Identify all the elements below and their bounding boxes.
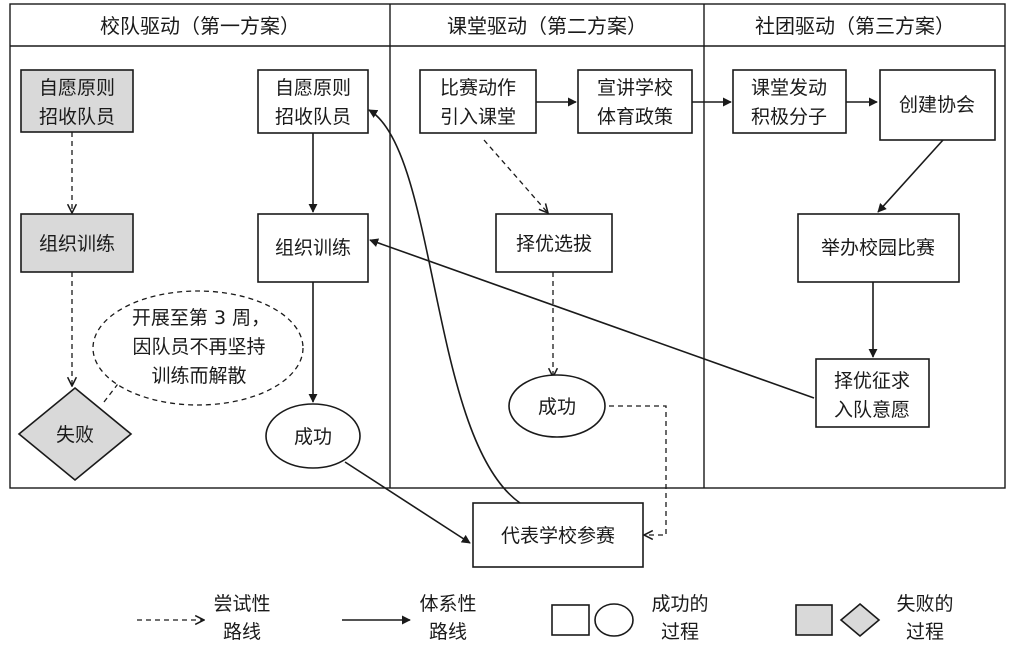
- svg-text:入队意愿: 入队意愿: [834, 399, 910, 421]
- arrow-l2-success-to-compete: [609, 405, 667, 535]
- lane-header-classroom: 课堂驱动（第二方案）: [447, 14, 647, 38]
- arrow-seek-to-l1-train: [369, 238, 815, 399]
- arrow-success-to-compete: [344, 461, 471, 544]
- svg-text:过程: 过程: [906, 621, 944, 643]
- svg-text:路线: 路线: [223, 621, 261, 643]
- node-l3-contest: 举办校园比赛: [797, 213, 960, 283]
- svg-text:举办校园比赛: 举办校园比赛: [821, 237, 935, 259]
- lane-header-club: 社团驱动（第三方案）: [755, 14, 955, 38]
- svg-text:引入课堂: 引入课堂: [440, 106, 516, 128]
- node-l3-mobilize: 课堂发动 积极分子: [732, 69, 847, 134]
- svg-text:自愿原则: 自愿原则: [275, 77, 351, 99]
- svg-text:体系性: 体系性: [419, 593, 476, 615]
- node-fail-train: 组织训练: [20, 213, 134, 273]
- node-l2-select: 择优选拔: [495, 213, 613, 273]
- svg-text:组织训练: 组织训练: [39, 233, 115, 255]
- svg-text:路线: 路线: [429, 621, 467, 643]
- svg-text:招收队员: 招收队员: [275, 106, 351, 128]
- node-fail-end: 失败: [17, 386, 133, 482]
- arrow-moves-to-select: [483, 139, 548, 213]
- swimlane-frame: [9, 3, 1006, 489]
- svg-text:创建协会: 创建协会: [899, 94, 975, 116]
- node-l1-recruit: 自愿原则 招收队员: [257, 69, 369, 134]
- node-l1-train: 组织训练: [257, 213, 369, 283]
- legend-failure-process: 失败的 过程: [795, 593, 954, 643]
- svg-text:代表学校参赛: 代表学校参赛: [501, 525, 615, 547]
- callout-fail-reason: 开展至第 3 周， 因队员不再坚持 训练而解散: [92, 290, 304, 406]
- node-compete: 代表学校参赛: [472, 502, 644, 568]
- svg-text:开展至第 3 周，: 开展至第 3 周，: [132, 307, 270, 329]
- svg-text:因队员不再坚持: 因队员不再坚持: [132, 336, 265, 358]
- svg-text:择优征求: 择优征求: [834, 370, 910, 392]
- svg-text:成功的: 成功的: [651, 593, 708, 615]
- node-l2-success: 成功: [508, 374, 606, 438]
- node-l3-assoc: 创建协会: [879, 69, 996, 141]
- svg-text:失败的: 失败的: [896, 593, 953, 615]
- node-l2-moves: 比赛动作 引入课堂: [419, 69, 537, 134]
- node-l1-success: 成功: [265, 403, 361, 469]
- node-l3-seek: 择优征求 入队意愿: [815, 358, 930, 428]
- svg-text:择优选拔: 择优选拔: [516, 233, 592, 255]
- svg-text:自愿原则: 自愿原则: [39, 77, 115, 99]
- arrow-compete-to-l1-recruit: [368, 109, 521, 504]
- svg-text:成功: 成功: [294, 426, 332, 448]
- legend: 尝试性 路线 体系性 路线 成功的 过程 失败的 过程: [137, 593, 954, 643]
- svg-text:课堂发动: 课堂发动: [751, 77, 827, 99]
- svg-text:成功: 成功: [538, 396, 576, 418]
- svg-text:招收队员: 招收队员: [39, 106, 115, 128]
- node-fail-recruit: 自愿原则 招收队员: [20, 69, 134, 133]
- svg-text:宣讲学校: 宣讲学校: [597, 77, 673, 99]
- legend-trial-route: 尝试性 路线: [137, 593, 271, 643]
- svg-text:过程: 过程: [661, 621, 699, 643]
- legend-success-process: 成功的 过程: [551, 593, 709, 643]
- lane-header-team: 校队驱动（第一方案）: [100, 14, 300, 38]
- svg-text:体育政策: 体育政策: [597, 106, 673, 128]
- legend-system-route: 体系性 路线: [342, 593, 477, 643]
- svg-text:尝试性: 尝试性: [213, 593, 270, 615]
- svg-text:失败: 失败: [56, 424, 94, 446]
- svg-text:积极分子: 积极分子: [751, 106, 827, 128]
- svg-text:组织训练: 组织训练: [275, 237, 351, 259]
- svg-text:训练而解散: 训练而解散: [151, 365, 246, 387]
- svg-text:比赛动作: 比赛动作: [440, 77, 516, 99]
- arrow-assoc-to-contest: [877, 139, 944, 213]
- node-l2-policy: 宣讲学校 体育政策: [577, 69, 693, 134]
